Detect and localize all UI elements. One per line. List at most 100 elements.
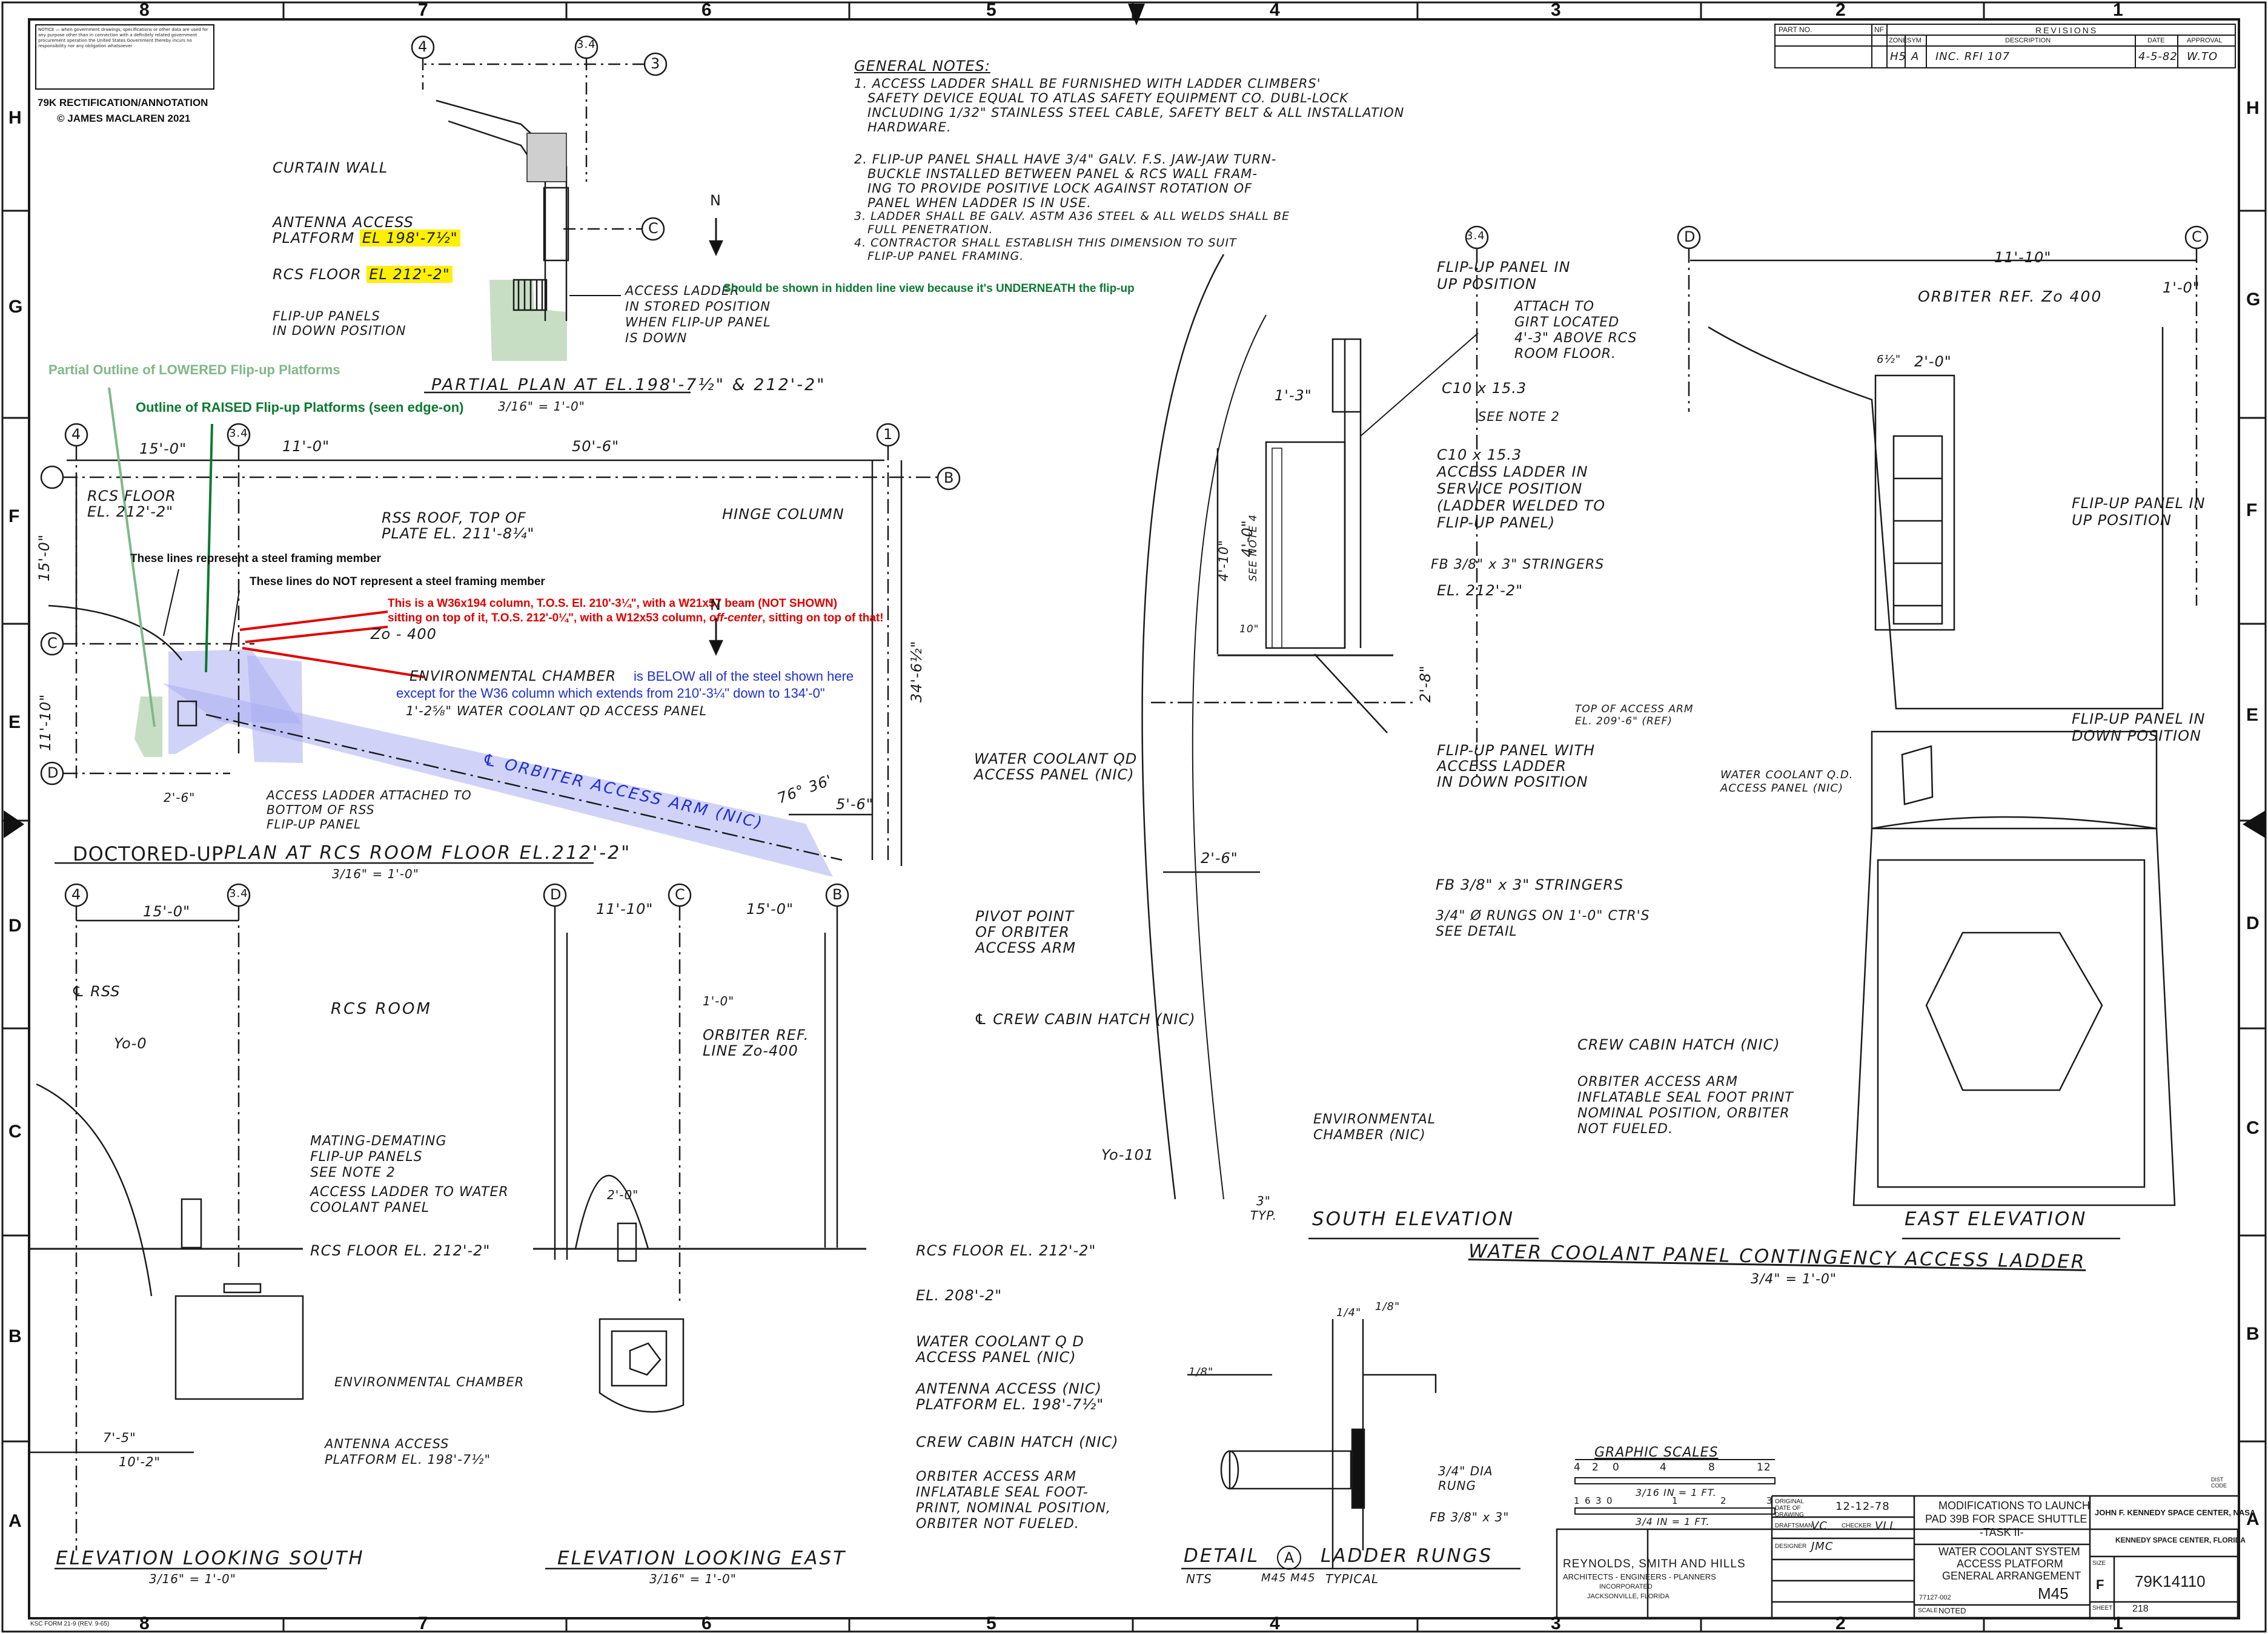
scale-label: SCALE [1918, 1607, 1938, 1614]
se-flip-up-2: UP POSITION [1437, 276, 1537, 293]
zone-row-H: H [8, 108, 22, 128]
se-env-1: ENVIRONMENTAL [1313, 1112, 1436, 1127]
project-line-2: PAD 39B FOR SPACE SHUTTLE [1925, 1513, 2087, 1525]
scale-value: NOTED [1938, 1606, 1966, 1615]
els-scale: 3/16" = 1'-0" [149, 1572, 236, 1586]
plan-dim-15-vert: 15'-0" [36, 534, 53, 581]
detail-a-drawing [1181, 1319, 1520, 1570]
se-top-arm-1: TOP OF ACCESS ARM [1575, 703, 1694, 715]
system-line-2: ACCESS PLATFORM [1957, 1558, 2063, 1570]
plan-dim-2-6: 2'-6" [164, 790, 196, 805]
se-attach-3: 4'-3" ABOVE RCS [1514, 331, 1637, 346]
annotation-stamp-copyright: © JAMES MACLAREN 2021 [57, 113, 191, 124]
rcs-floor-word: RCS FLOOR [273, 266, 362, 283]
se-crew-hatch: ℄ CREW CABIN HATCH (NIC) [974, 1011, 1196, 1028]
form-number: KSC FORM 21-9 (REV. 9-65) [30, 1621, 110, 1627]
revisions-header: REVISIONS [2035, 25, 2098, 35]
revisions-part-no: PART NO. [1779, 25, 1812, 34]
env-chamber-below-note: is BELOW all of the steel shown here [634, 669, 854, 684]
els-ant-2: PLATFORM EL. 198'-7½" [325, 1452, 491, 1467]
general-note-line: INCLUDING 1/32" STAINLESS STEEL CABLE, S… [867, 105, 1405, 121]
scale2-tick-d: 0 [1606, 1495, 1613, 1506]
ee-flipup-1: FLIP-UP PANEL IN [2072, 495, 2206, 512]
ele-wc-2: ACCESS PANEL (NIC) [916, 1349, 1076, 1366]
ee-oaa-1: ORBITER ACCESS ARM [1577, 1074, 1738, 1090]
south-elevation-drawing [1141, 225, 1539, 1240]
ele-dim-11-10: 11'-10" [596, 901, 654, 918]
zone-row-A: A [8, 1511, 22, 1531]
north-arrow-label-plan: N [710, 597, 721, 614]
se-title: SOUTH ELEVATION [1312, 1208, 1515, 1230]
general-notes-title: GENERAL NOTES: [854, 58, 990, 74]
ele-hatch: CREW CABIN HATCH (NIC) [916, 1434, 1119, 1450]
antenna-platform-word: PLATFORM [273, 230, 355, 246]
hidden-line-note: Should be shown in hidden line view beca… [723, 282, 1135, 295]
els-mating-2: FLIP-UP PANELS [310, 1149, 423, 1165]
revisions-table [1774, 24, 2236, 68]
draftsman-label: DRAFTSMAN [1775, 1523, 1813, 1529]
graphic-scales-drawing [1574, 1459, 1776, 1515]
hinge-column-label: HINGE COLUMN [722, 506, 844, 523]
zone-column-1: 1 [2113, 0, 2123, 20]
ee-flipdn-2: DOWN POSITION [2072, 727, 2201, 744]
graphic-scales-title: GRAPHIC SCALES [1594, 1445, 1719, 1460]
detail-fb: FB 3/8" x 3" [1430, 1510, 1510, 1524]
ee-oaa-4: NOT FUELED. [1577, 1122, 1673, 1137]
detail-sheets: M45 M45 [1261, 1572, 1316, 1584]
revisions-nf: NF [1874, 25, 1884, 34]
zone-column-4-bottom: 4 [1270, 1613, 1280, 1633]
general-note-line: BUCKLE INSTALLED BETWEEN PANEL & RCS WAL… [867, 166, 1258, 181]
sheet-label: SHEET [2092, 1605, 2113, 1612]
se-attach-4: ROOM FLOOR. [1514, 346, 1617, 362]
se-wc-2: ACCESS PANEL (NIC) [974, 766, 1135, 783]
plan-bubble-c: C [47, 635, 58, 652]
plan-bubble-b: B [944, 469, 955, 486]
zone-row-G: G [8, 297, 23, 317]
ele-bubble-d: D [550, 886, 562, 903]
bubble-3-4: 3.4 [577, 38, 596, 51]
pivot-point-2: OF ORBITER [975, 924, 1070, 941]
detail-letter: A [1277, 1546, 1301, 1570]
wc-panel-plan-label: 1'-2⅝" WATER COOLANT QD ACCESS PANEL [406, 704, 708, 718]
zone-column-5-bottom: 5 [986, 1613, 996, 1633]
se-typ: TYP. [1250, 1208, 1278, 1223]
elevation-east-drawing [533, 883, 866, 1570]
ele-bubble-c: C [675, 886, 686, 903]
se-dim-3: 3" [1256, 1194, 1271, 1208]
title-block-frame [1556, 1495, 2239, 1619]
se-dim-2-6: 2'-6" [1201, 850, 1238, 867]
se-top-arm-2: EL. 209'-6" (REF) [1575, 715, 1673, 727]
scale2-tick-g: 3 [1766, 1495, 1773, 1506]
se-el-212: EL. 212'-2" [1437, 582, 1524, 599]
ele-ref-1: ORBITER REF. [703, 1027, 809, 1044]
ele-title: ELEVATION LOOKING EAST [557, 1547, 847, 1569]
ele-oaa-1: ORBITER ACCESS ARM [916, 1469, 1076, 1484]
column-note-part-c: , sitting on top of that! [762, 612, 884, 624]
ee-title: EAST ELEVATION [1905, 1208, 2087, 1230]
zone-column-4: 4 [1270, 0, 1280, 20]
plan-title: PLAN AT RCS ROOM FLOOR EL.212'-2" [224, 842, 632, 864]
arm-overlay [134, 280, 833, 877]
ele-rcs-floor: RCS FLOOR EL. 212'-2" [916, 1242, 1096, 1259]
se-c10-b: C10 x 15.3 [1437, 446, 1522, 463]
els-rcs-floor: RCS FLOOR EL. 212'-2" [310, 1242, 491, 1259]
ele-oaa-4: ORBITER NOT FUELED. [916, 1517, 1079, 1532]
flipup-panels-label: FLIP-UP PANELS [273, 309, 380, 323]
se-c10-a: C10 x 15.3 [1442, 380, 1527, 397]
sheet-number: 218 [2132, 1604, 2149, 1614]
general-note-line: 1. ACCESS LADDER SHALL BE FURNISHED WITH… [854, 76, 1321, 91]
plan-dim-50: 50'-6" [572, 438, 620, 455]
centering-arrows [4, 4, 2266, 838]
se-flip-down-3: IN DOWN POSITION [1437, 773, 1588, 790]
plan-bubble-d: D [47, 764, 59, 781]
revisions-col-description: DESCRIPTION [2005, 37, 2051, 44]
zone-column-6-bottom: 6 [701, 1613, 712, 1633]
scale1-tick-2: 2 [1592, 1461, 1599, 1474]
els-dim-7-5: 7'-5" [103, 1431, 136, 1445]
revisions-row-date: 4-5-82 [2138, 50, 2178, 63]
ele-scale: 3/16" = 1'-0" [649, 1572, 737, 1586]
designer-label: DESIGNER [1775, 1543, 1807, 1550]
se-dim-4-10: 4'-10" [1216, 539, 1231, 581]
general-note-line: SAFETY DEVICE EQUAL TO ATLAS SAFETY EQUI… [867, 91, 1348, 106]
